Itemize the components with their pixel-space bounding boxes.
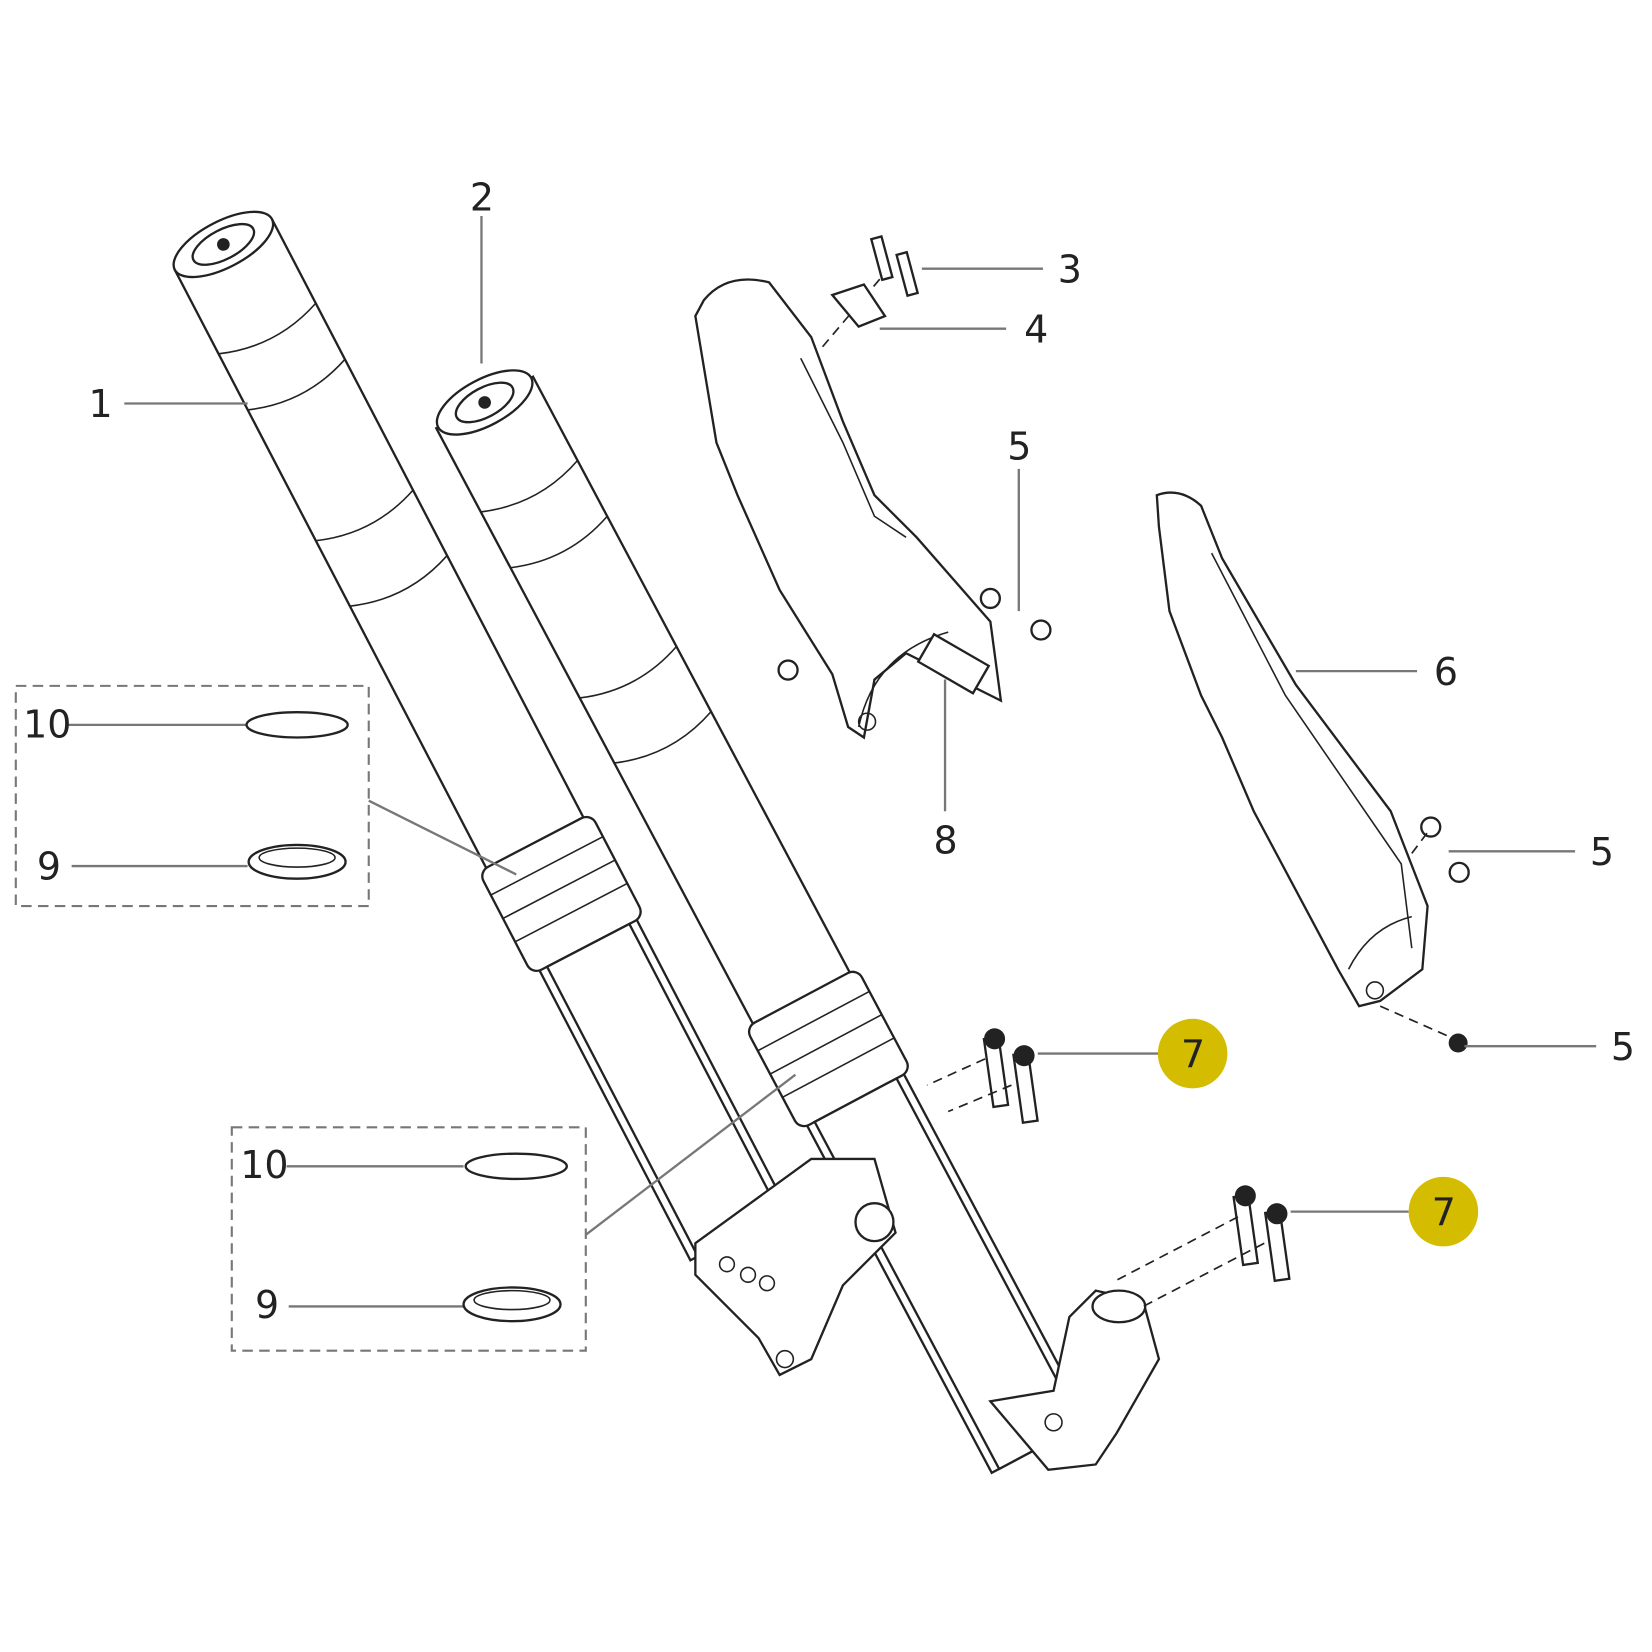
dust-seal-9: [462, 1286, 562, 1323]
screws-5: [777, 587, 1470, 1053]
callout-7-upper[interactable]: 7: [1181, 1032, 1205, 1076]
axle-clamp-right: [988, 1289, 1161, 1471]
bracket-4: [830, 283, 887, 328]
callout-5-guard-bottom[interactable]: 5: [1611, 1025, 1635, 1069]
fork-guard-left: [694, 278, 1003, 740]
axle-clamp-left: [694, 1157, 897, 1377]
callout-9: 9: [255, 1283, 279, 1327]
fork-tube-2[interactable]: [418, 352, 1096, 1476]
highlight-circle-7a: [1157, 1018, 1228, 1089]
callout-8[interactable]: 8: [933, 818, 957, 862]
bolts-3: [821, 234, 920, 349]
callout-10: 10: [240, 1143, 288, 1187]
callout-6[interactable]: 6: [1434, 650, 1458, 694]
fork-tube-1[interactable]: [157, 195, 796, 1265]
dust-seal-9: [247, 843, 347, 880]
o-ring-10: [464, 1152, 568, 1181]
callout-5-guard-right[interactable]: 5: [1590, 830, 1614, 874]
seal-kit-box-1: 10 9: [14, 684, 370, 908]
seal-kit-box-2: 10 9: [230, 1126, 587, 1352]
callout-5-guard-left[interactable]: 5: [1007, 424, 1031, 468]
highlight-circle-7b: [1408, 1176, 1479, 1247]
pinch-bolts-7: [926, 1028, 1291, 1308]
callout-4[interactable]: 4: [1024, 307, 1048, 351]
callout-3[interactable]: 3: [1058, 247, 1082, 291]
callout-7-lower[interactable]: 7: [1432, 1190, 1456, 1234]
callout-2[interactable]: 2: [470, 176, 494, 220]
callout-10: 10: [23, 703, 71, 747]
callout-9: 9: [37, 845, 61, 889]
callout-1[interactable]: 1: [89, 382, 113, 426]
o-ring-10: [245, 711, 349, 739]
fork-guard-right: [1155, 491, 1429, 1008]
